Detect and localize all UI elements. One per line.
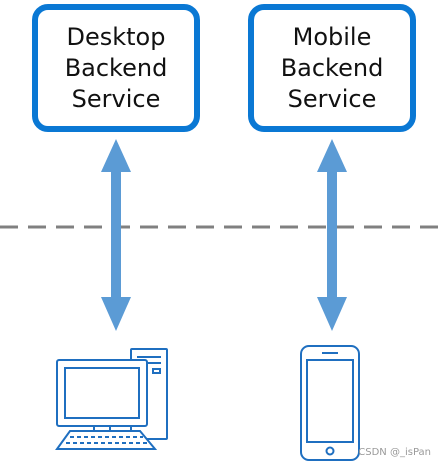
desktop-computer-icon bbox=[55, 348, 168, 450]
mobile-double-arrow-icon bbox=[317, 139, 347, 331]
desktop-double-arrow-icon bbox=[101, 139, 131, 331]
mobile-service-line3: Service bbox=[287, 84, 377, 113]
desktop-service-line1: Desktop bbox=[66, 22, 166, 51]
desktop-backend-service-box: Desktop Backend Service bbox=[32, 4, 200, 132]
mobile-backend-service-box: Mobile Backend Service bbox=[248, 4, 416, 132]
watermark-label: CSDN @_isPan bbox=[358, 447, 431, 458]
mobile-service-line1: Mobile bbox=[292, 22, 372, 51]
mobile-phone-icon bbox=[300, 345, 360, 461]
desktop-service-line2: Backend bbox=[64, 53, 168, 82]
desktop-service-line3: Service bbox=[71, 84, 161, 113]
mobile-service-line2: Backend bbox=[280, 53, 384, 82]
